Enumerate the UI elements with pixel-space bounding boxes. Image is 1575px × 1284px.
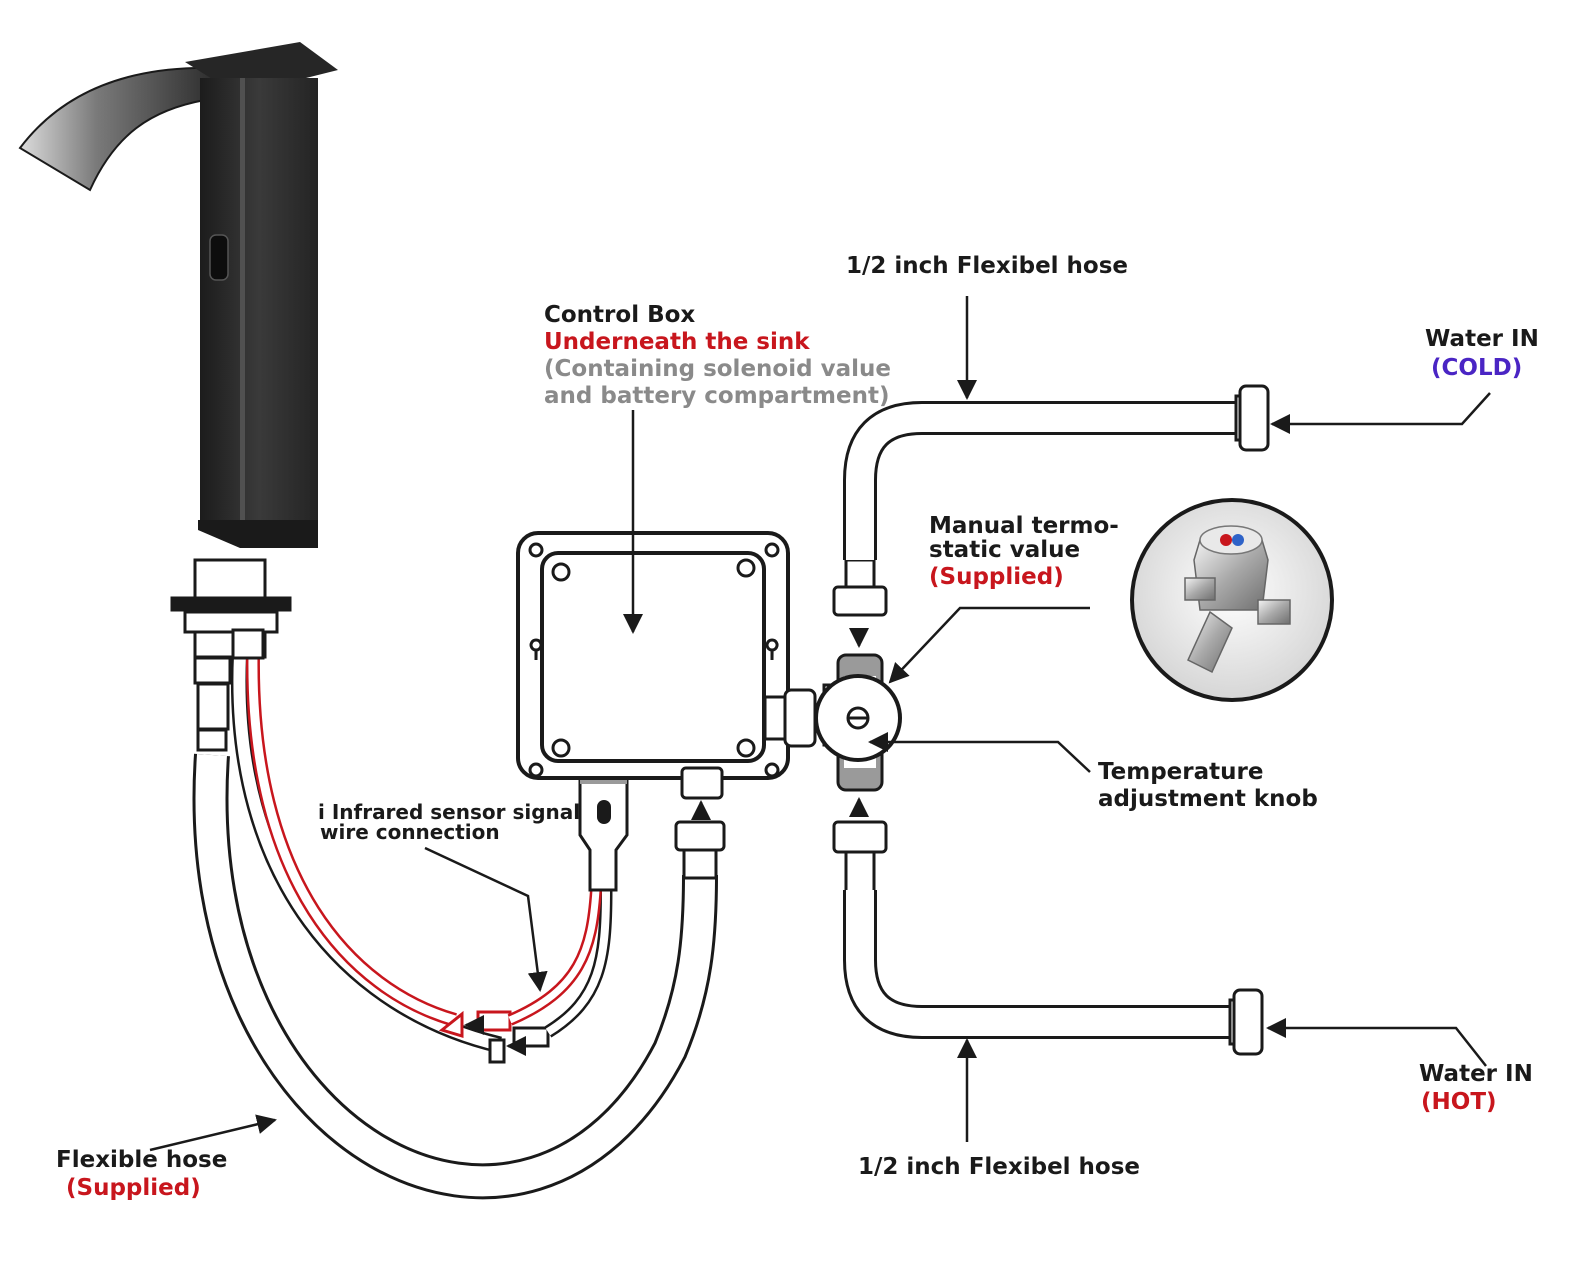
knob-label-line-2: adjustment knob bbox=[1098, 786, 1318, 812]
hose-bottom-label: 1/2 inch Flexibel hose bbox=[858, 1154, 1141, 1180]
faucet-body bbox=[200, 78, 318, 528]
faucet bbox=[18, 42, 338, 548]
valve-supplied-tag: (Supplied) bbox=[929, 564, 1064, 590]
sensor-label-line-1: i Infrared sensor signal bbox=[318, 800, 581, 824]
control-box-location: Underneath the sink bbox=[544, 329, 810, 355]
flexible-hose bbox=[192, 753, 718, 1200]
sensor-plug bbox=[578, 770, 629, 892]
sensor-label-line-2: wire connection bbox=[320, 820, 500, 844]
control-box-note-line-2: and battery compartment) bbox=[544, 383, 890, 409]
valve-label-line-2: static value bbox=[929, 537, 1081, 563]
flexible-hose-tag: (Supplied) bbox=[66, 1175, 201, 1201]
hot-water-hose bbox=[843, 890, 1232, 1039]
pointer-arrows bbox=[149, 296, 1491, 1152]
valve-photo bbox=[1130, 498, 1334, 702]
water-in-hot-title: Water IN bbox=[1419, 1061, 1533, 1087]
water-in-hot-tag: (HOT) bbox=[1421, 1089, 1497, 1115]
faucet-mount bbox=[170, 558, 292, 752]
flexible-hose-title: Flexible hose bbox=[56, 1147, 228, 1173]
cold-water-hose bbox=[843, 401, 1238, 560]
infrared-sensor-window bbox=[209, 234, 229, 281]
control-box-title: Control Box bbox=[544, 302, 696, 328]
knob-label-line-1: Temperature bbox=[1098, 759, 1264, 785]
valve-fittings bbox=[832, 558, 888, 894]
water-in-cold-title: Water IN bbox=[1425, 326, 1539, 352]
control-box-note-line-1: (Containing solenoid value bbox=[544, 356, 891, 382]
thermostatic-valve bbox=[814, 653, 902, 792]
sensor-wires bbox=[230, 654, 502, 1054]
valve-label-line-1: Manual termo- bbox=[929, 513, 1119, 539]
control-box bbox=[516, 531, 790, 800]
hose-top-label: 1/2 inch Flexibel hose bbox=[846, 253, 1129, 279]
water-in-cold-tag: (COLD) bbox=[1431, 355, 1523, 381]
